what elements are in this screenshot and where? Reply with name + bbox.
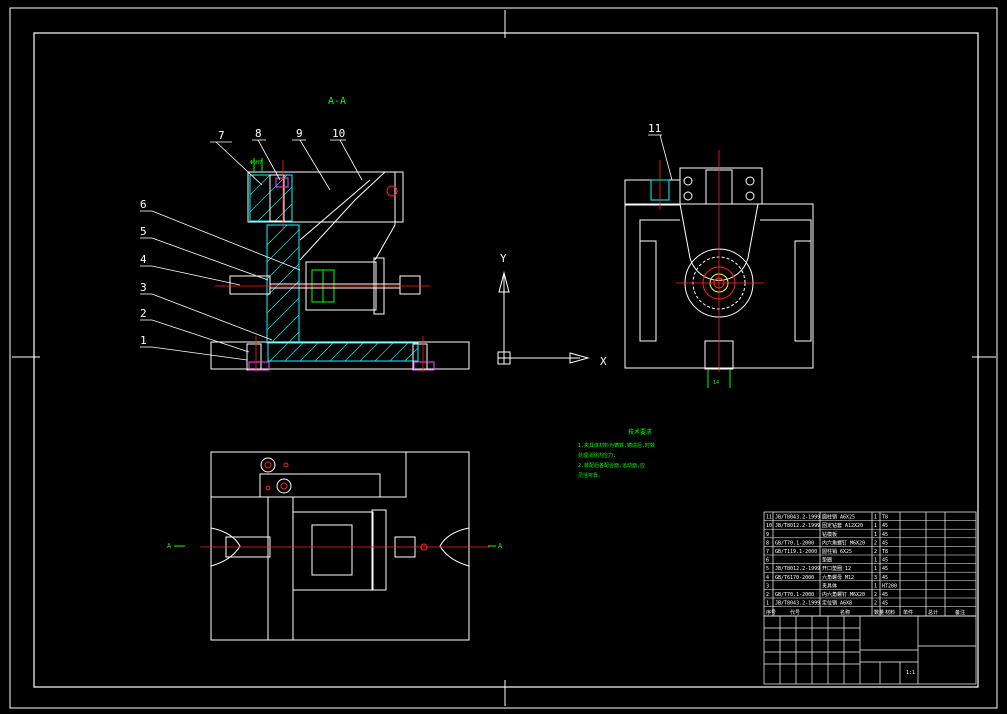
- bom-cell: 4: [766, 575, 769, 581]
- bom-cell: 9: [766, 532, 769, 538]
- bom-header-cell: 总计: [928, 609, 938, 616]
- bom-header-cell: 材料: [885, 609, 895, 616]
- bom-cell: 内六角螺钉 M6X20: [822, 591, 865, 598]
- bom-cell: GB/T70.1-2000: [775, 540, 814, 546]
- bom-cell: 1: [874, 583, 877, 589]
- bom-cell: T8: [882, 549, 888, 555]
- bom-cell: 10: [766, 523, 772, 529]
- svg-text:Φ6H7: Φ6H7: [250, 160, 262, 166]
- bom-cell: 圆柱销 A6X25: [822, 514, 855, 521]
- bom-cell: T8: [882, 515, 888, 521]
- bom-cell: JB/T8012.2-1999: [775, 523, 820, 529]
- notes-line-1: 1.夹具体材料为铸铁,铸造后,时效: [578, 442, 655, 449]
- bom-header-cell: 数量: [874, 609, 884, 616]
- bom-cell: 45: [882, 540, 888, 546]
- bom-cell: HT200: [882, 583, 897, 589]
- center-marks: [12, 10, 996, 706]
- bom-cell: 7: [766, 549, 769, 555]
- title-block-scale: 1:1: [906, 670, 915, 676]
- bom-cell: 6: [766, 558, 769, 564]
- front-section-view: Φ6H7: [210, 158, 470, 372]
- bom-header-cell: 名称: [840, 609, 850, 616]
- callout-10: 10: [332, 127, 345, 140]
- bom-cell: 夹具体: [822, 582, 837, 589]
- bom-cell: 1: [874, 523, 877, 529]
- axis-y-label: Y: [500, 252, 507, 265]
- bom-cell: 3: [766, 583, 769, 589]
- side-view: 14: [624, 150, 814, 388]
- bom-cell: 45: [882, 523, 888, 529]
- bom-header-cell: 代号: [790, 609, 800, 616]
- ucs-axis-icon: [497, 271, 590, 365]
- base-hatching: [269, 342, 419, 362]
- bom-cell: JB/T8043.2-1999: [775, 515, 820, 521]
- bom-cell: 垫圈: [822, 557, 832, 564]
- callout-11: 11: [648, 122, 661, 135]
- bom-cell: 定位销 A6X8: [822, 600, 852, 607]
- callout-7: 7: [218, 129, 225, 142]
- bom-cell: 2: [874, 549, 877, 555]
- bom-cell: 1: [874, 558, 877, 564]
- svg-text:14: 14: [713, 380, 719, 386]
- technical-notes: 技术要求 1.夹具体材料为铸铁,铸造后,时效 处理消除内应力; 2.装配后各配合…: [578, 428, 655, 479]
- bom-cell: GB/T6170-2000: [775, 575, 814, 581]
- title-block: [763, 615, 977, 685]
- bom-cell: 8: [766, 540, 769, 546]
- notes-line-2: 处理消除内应力;: [578, 452, 616, 459]
- section-mark-right: A: [498, 542, 503, 550]
- notes-line-3: 2.装配后各配合面,运动面,应: [578, 462, 645, 469]
- top-view: [200, 451, 490, 641]
- notes-title: 技术要求: [628, 428, 652, 436]
- bom-cell: 六角螺母 M12: [822, 574, 854, 581]
- bom-cell: GB/T70.1-2000: [775, 592, 814, 598]
- callout-leaders: [140, 134, 673, 361]
- bom-cell: 2: [874, 540, 877, 546]
- bom-header-cell: 序号: [766, 609, 776, 616]
- section-mark-left: A: [167, 542, 172, 550]
- bom-header-cell: 备注: [955, 609, 965, 616]
- bom-cell: 2: [766, 592, 769, 598]
- bom-cell: 2: [874, 601, 877, 607]
- bom-cell: 11: [766, 515, 772, 521]
- bom-cell: 开口垫圈 12: [822, 565, 851, 572]
- callout-9: 9: [296, 127, 303, 140]
- bom-cell: 2: [874, 592, 877, 598]
- bom-cell: 5: [766, 566, 769, 572]
- bom-cell: 45: [882, 601, 888, 607]
- bom-cell: 45: [882, 566, 888, 572]
- bom-cell: 45: [882, 592, 888, 598]
- callout-1: 1: [140, 334, 147, 347]
- bom-cell: 1: [766, 601, 769, 607]
- notes-line-4: 灵活可靠。: [578, 472, 603, 479]
- callout-6: 6: [140, 198, 147, 211]
- callout-4: 4: [140, 253, 147, 266]
- bom-cell: JB/T8012.2-1999: [775, 566, 820, 572]
- bom-cell: 1: [874, 515, 877, 521]
- bom-cell: 圆柱销 6X25: [822, 548, 852, 555]
- callout-3: 3: [140, 281, 147, 294]
- bom-cell: 固定钻套 A12X20: [822, 522, 863, 529]
- bom-cell: 3: [874, 575, 877, 581]
- bom-cell: 1: [874, 566, 877, 572]
- bom-cell: 45: [882, 532, 888, 538]
- bom-cell: 45: [882, 575, 888, 581]
- callout-8: 8: [255, 127, 262, 140]
- axis-x-label: X: [600, 355, 607, 368]
- bom-cell: JB/T8043.2-1999: [775, 601, 820, 607]
- bom-header-cell: 单件: [903, 609, 913, 616]
- callout-2: 2: [140, 307, 147, 320]
- bom-cell: 45: [882, 558, 888, 564]
- outer-border: [9, 7, 998, 709]
- bom-cell: GB/T119.1-2000: [775, 549, 817, 555]
- bom-cell: 1: [874, 532, 877, 538]
- bom-cell: 钻模板: [822, 531, 837, 538]
- section-title: A-A: [328, 96, 346, 107]
- inner-border: [33, 32, 979, 688]
- bom-cell: 内六角螺钉 M6X20: [822, 539, 865, 546]
- callout-5: 5: [140, 225, 147, 238]
